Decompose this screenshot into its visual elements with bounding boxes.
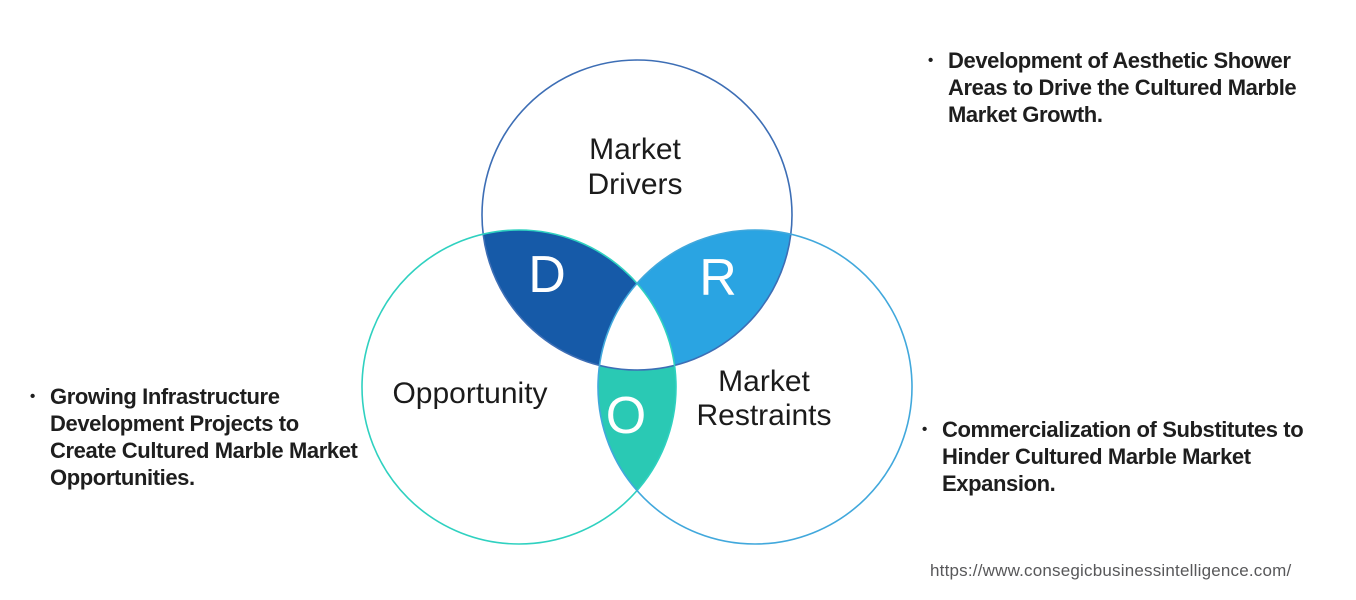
- source-url: https://www.consegicbusinessintelligence…: [930, 561, 1292, 580]
- letter-d: D: [528, 246, 566, 304]
- bullet-line: Commercialization of Substitutes to: [942, 417, 1304, 442]
- bullet-line: Growing Infrastructure: [50, 384, 280, 409]
- drivers-circle-outline: [481, 59, 793, 371]
- restraints-circle-outline: [597, 229, 913, 545]
- bullet-text-restraints: Commercialization of Substitutes to Hind…: [942, 416, 1304, 497]
- bullet-line: Development of Aesthetic Shower: [948, 48, 1291, 73]
- restraints-label-line2: Restraints: [696, 399, 831, 432]
- restraints-label-line1: Market: [718, 365, 810, 398]
- bullet-dot-icon: •: [30, 388, 35, 405]
- drivers-opportunity-overlap: [482, 230, 676, 370]
- bullet-line: Market Growth.: [948, 102, 1103, 127]
- bullet-line: Expansion.: [942, 471, 1056, 496]
- bullet-text-opportunity: Growing Infrastructure Development Proje…: [50, 383, 358, 491]
- drivers-restraints-overlap: [598, 230, 792, 370]
- bullet-text-drivers: Development of Aesthetic Shower Areas to…: [948, 47, 1297, 128]
- bullet-line: Hinder Cultured Marble Market: [942, 444, 1251, 469]
- bullet-line: Areas to Drive the Cultured Marble: [948, 75, 1297, 100]
- bullet-item-restraints: • Commercialization of Substitutes to Hi…: [922, 416, 1304, 497]
- drivers-label-line1: Market: [589, 133, 681, 166]
- opportunity-circle-outline: [361, 229, 677, 545]
- bullet-item-drivers: • Development of Aesthetic Shower Areas …: [928, 47, 1297, 128]
- bullet-line: Development Projects to: [50, 411, 299, 436]
- bullet-line: Create Cultured Marble Market: [50, 438, 358, 463]
- letter-o: O: [606, 387, 646, 445]
- bullet-item-opportunity: • Growing Infrastructure Development Pro…: [30, 383, 358, 491]
- bullet-line: Opportunities.: [50, 465, 195, 490]
- letter-r: R: [699, 249, 737, 307]
- drivers-label-line2: Drivers: [588, 168, 683, 201]
- bullet-dot-icon: •: [928, 52, 933, 69]
- bullet-dot-icon: •: [922, 421, 927, 438]
- opportunity-label: Opportunity: [392, 377, 547, 410]
